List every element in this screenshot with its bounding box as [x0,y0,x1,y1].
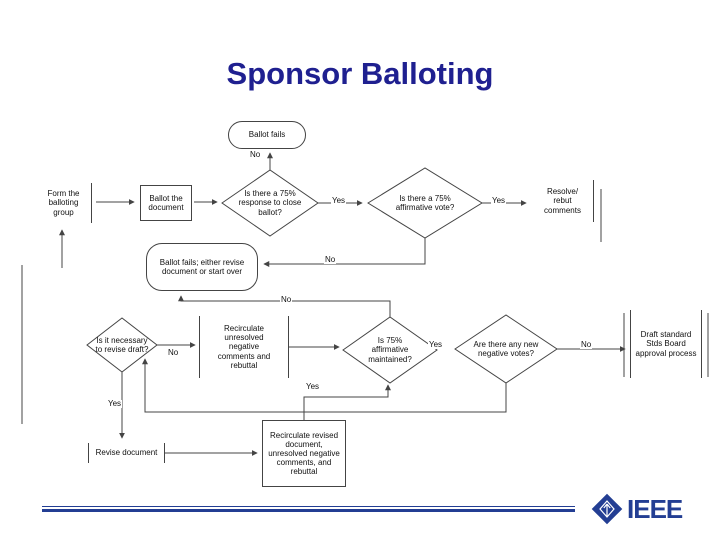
node-ballot-fails: Ballot fails [228,121,306,149]
label-no-close: No [249,150,262,159]
decision-necessary-revise: Is it necessary to revise draft? [95,335,149,354]
decision-response-75: Is there a 75% response to close ballot? [238,189,302,217]
node-form-balloting-group: Form the balloting group [36,183,92,223]
decision-new-negative: Are there any new negative votes? [473,339,539,358]
ieee-kite-icon [591,493,623,525]
label-no-maintained: No [280,295,293,304]
page-title: Sponsor Balloting [226,56,494,91]
footer-rule-thick [42,509,575,512]
node-resolve-rebut: Resolve/ rebut comments [532,180,594,222]
label-yes-revise: Yes [107,399,123,408]
ieee-logo: IEEE [590,492,683,526]
node-revise-document: Revise document [88,443,165,463]
node-ballot-document: Ballot the document [140,185,192,221]
decision-maintained-75: Is 75% affirmative maintained? [368,336,412,364]
node-recirculate-revised: Recirculate revised document, unresolved… [262,420,346,487]
label-yes-affirmative: Yes [491,196,507,205]
node-ballot-fails-revise: Ballot fails; either revise document or … [146,243,258,291]
connector-newnegative-yes-loop [142,358,507,413]
connector-recircrev-to-maintained [303,384,391,420]
node-draft-standard: Draft standard Stds Board approval proce… [630,310,702,378]
decision-outline-maintained [342,316,438,384]
label-no-affirmative: No [324,255,337,264]
label-no-new-negative: No [580,340,593,349]
connector-affirmative-no-fails [263,238,426,267]
label-yes-new-negative: Yes [305,382,321,391]
node-recirculate-unresolved: Recirculate unresolved negative comments… [199,316,289,378]
label-no-revise: No [167,348,180,357]
footer-rule-thin [42,506,575,507]
decision-affirmative-75: Is there a 75% affirmative vote? [395,193,455,212]
label-yes-maintained: Yes [428,340,444,349]
ieee-logo-text: IEEE [627,493,683,524]
label-yes-close: Yes [331,196,347,205]
